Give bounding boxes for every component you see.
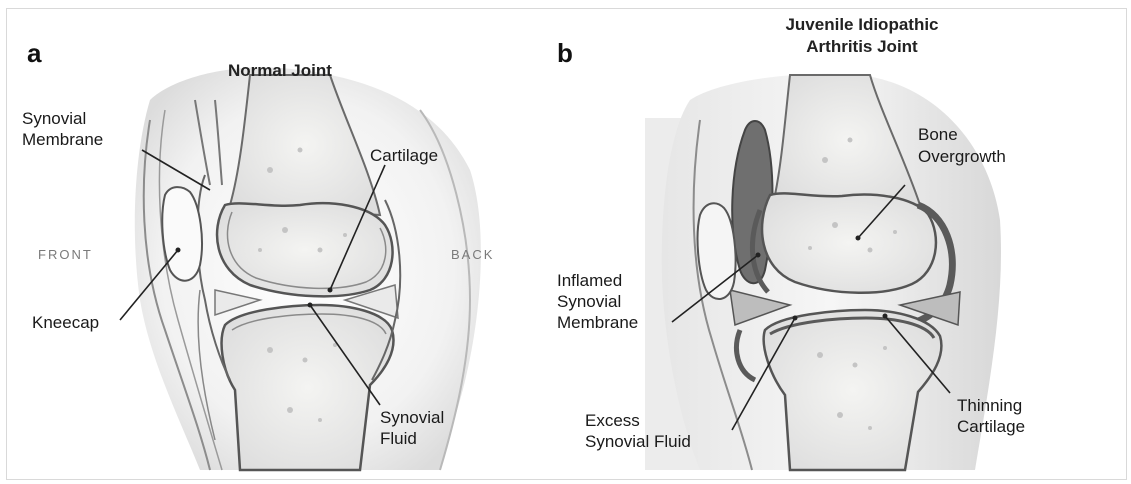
- label-synovial-fluid-line2: Fluid: [380, 428, 417, 449]
- panel-a-title: Normal Joint: [228, 60, 332, 81]
- label-synovial-fluid-line1: Synovial: [380, 407, 444, 428]
- label-thinning-cartilage-line1: Thinning: [957, 395, 1022, 416]
- label-synovial-membrane-line1: Synovial: [22, 108, 86, 129]
- label-inflamed-synovial-membrane-line3: Membrane: [557, 312, 638, 333]
- panel-b-letter: b: [557, 38, 573, 69]
- label-kneecap: Kneecap: [32, 312, 99, 333]
- label-cartilage: Cartilage: [370, 145, 438, 166]
- label-bone-overgrowth-line2: Overgrowth: [918, 146, 1006, 167]
- label-thinning-cartilage-line2: Cartilage: [957, 416, 1025, 437]
- label-excess-synovial-fluid-line2: Synovial Fluid: [585, 431, 691, 452]
- label-excess-synovial-fluid-line1: Excess: [585, 410, 640, 431]
- panel-a-letter: a: [27, 38, 41, 69]
- label-synovial-membrane-line2: Membrane: [22, 129, 103, 150]
- front-label: FRONT: [38, 247, 93, 262]
- back-label: BACK: [451, 247, 494, 262]
- label-inflamed-synovial-membrane-line2: Synovial: [557, 291, 621, 312]
- label-bone-overgrowth-line1: Bone: [918, 124, 958, 145]
- panel-b-title-line1: Juvenile Idiopathic: [752, 14, 972, 35]
- label-inflamed-synovial-membrane-line1: Inflamed: [557, 270, 622, 291]
- panel-b-title-line2: Arthritis Joint: [752, 36, 972, 57]
